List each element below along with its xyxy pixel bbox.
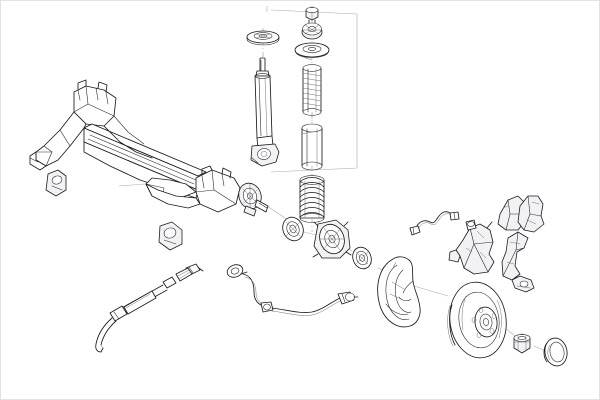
hub-nut: [513, 333, 531, 354]
abs-sensor-cable: [226, 264, 359, 316]
outer-bearing: [352, 246, 372, 270]
brake-pads: [497, 195, 545, 233]
spring-bump-stop-column: [294, 6, 330, 232]
spring-seat-washer: [294, 42, 330, 61]
stub-axle: [238, 182, 269, 217]
torsion-beam-axle: [29, 79, 241, 251]
axle-bushing-right: [158, 221, 183, 251]
damper-lower-eye: [250, 143, 280, 167]
caliper-carrier-bracket: [501, 231, 535, 293]
damper-top-mount: [246, 30, 280, 46]
handbrake-cable: [95, 263, 204, 353]
brake-caliper: [448, 219, 495, 275]
retaining-nut: [305, 6, 319, 26]
bump-stop: [302, 64, 322, 116]
brake-backing-plate: [377, 256, 421, 328]
dust-sleeve: [301, 123, 323, 171]
inner-bearing: [282, 216, 304, 242]
coil-spring: [299, 175, 325, 223]
brake-hose: [409, 211, 460, 236]
brake-disc: [447, 281, 507, 359]
wheel-hub: [312, 219, 352, 259]
hub-dust-cap: [543, 337, 568, 367]
shock-absorber-assembly: [246, 30, 280, 167]
upper-mount-bush: [301, 22, 323, 40]
axle-bushing-left: [45, 169, 67, 197]
